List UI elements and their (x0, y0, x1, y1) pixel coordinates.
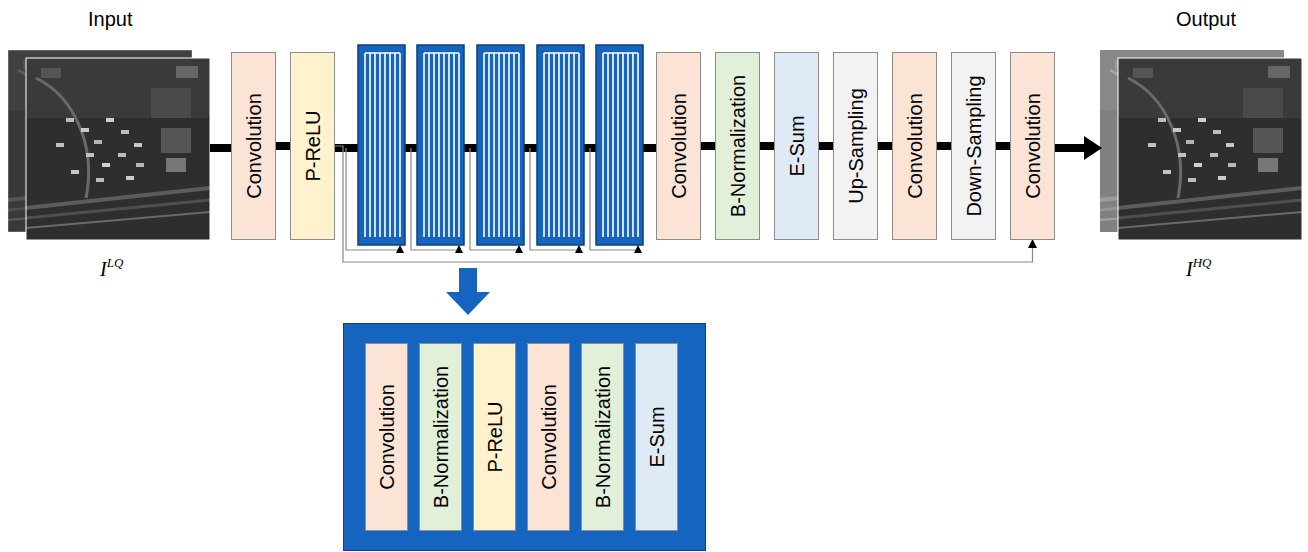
label-text: I (1186, 258, 1193, 280)
convolution-box: Convolution (365, 343, 408, 531)
box-label: B-Normalization (726, 75, 749, 217)
batch-norm-box: B-Normalization (715, 52, 760, 240)
input-heading: Input (88, 8, 132, 31)
superscript-text: LQ (107, 255, 124, 270)
output-heading: Output (1176, 8, 1236, 31)
box-label: Up-Sampling (844, 88, 867, 204)
box-label: B-Normalization (591, 366, 614, 508)
box-label: E-Sum (785, 115, 808, 176)
label-text: I (100, 258, 107, 280)
main-flow-line (937, 142, 951, 150)
element-sum-box: E-Sum (635, 343, 678, 531)
superscript-text: HQ (1193, 255, 1212, 270)
main-flow-line (701, 142, 715, 150)
prelu-box: P-ReLU (473, 343, 516, 531)
box-label: Convolution (1021, 93, 1044, 199)
batch-norm-box: B-Normalization (581, 343, 624, 531)
box-label: Convolution (667, 93, 690, 199)
upsampling-box: Up-Sampling (833, 52, 878, 240)
downsampling-box: Down-Sampling (951, 52, 996, 240)
prelu-box: P-ReLU (290, 52, 335, 240)
label-text: Input (88, 8, 132, 30)
element-sum-box: E-Sum (774, 52, 819, 240)
residual-block-detail: Convolution B-Normalization P-ReLU Convolut… (343, 323, 706, 551)
image-symbol: IHQ (1186, 256, 1211, 281)
main-flow-line (878, 142, 892, 150)
convolution-box: Convolution (656, 52, 701, 240)
box-label: P-ReLU (483, 401, 506, 472)
box-label: Convolution (242, 93, 265, 199)
convolution-box: Convolution (1010, 52, 1055, 240)
main-flow-line (996, 142, 1010, 150)
convolution-box: Convolution (527, 343, 570, 531)
box-label: Convolution (537, 384, 560, 490)
label-text: Output (1176, 8, 1236, 30)
box-label: Convolution (903, 93, 926, 199)
box-label: P-ReLU (301, 110, 324, 181)
box-label: Down-Sampling (962, 75, 985, 216)
box-label: Convolution (375, 384, 398, 490)
convolution-box: Convolution (892, 52, 937, 240)
convolution-box: Convolution (231, 52, 276, 240)
batch-norm-box: B-Normalization (419, 343, 462, 531)
main-flow-line (760, 142, 774, 150)
box-label: B-Normalization (429, 366, 452, 508)
image-symbol: ILQ (100, 256, 123, 281)
box-label: E-Sum (645, 406, 668, 467)
main-flow-line (819, 142, 833, 150)
main-flow-line (276, 142, 290, 150)
